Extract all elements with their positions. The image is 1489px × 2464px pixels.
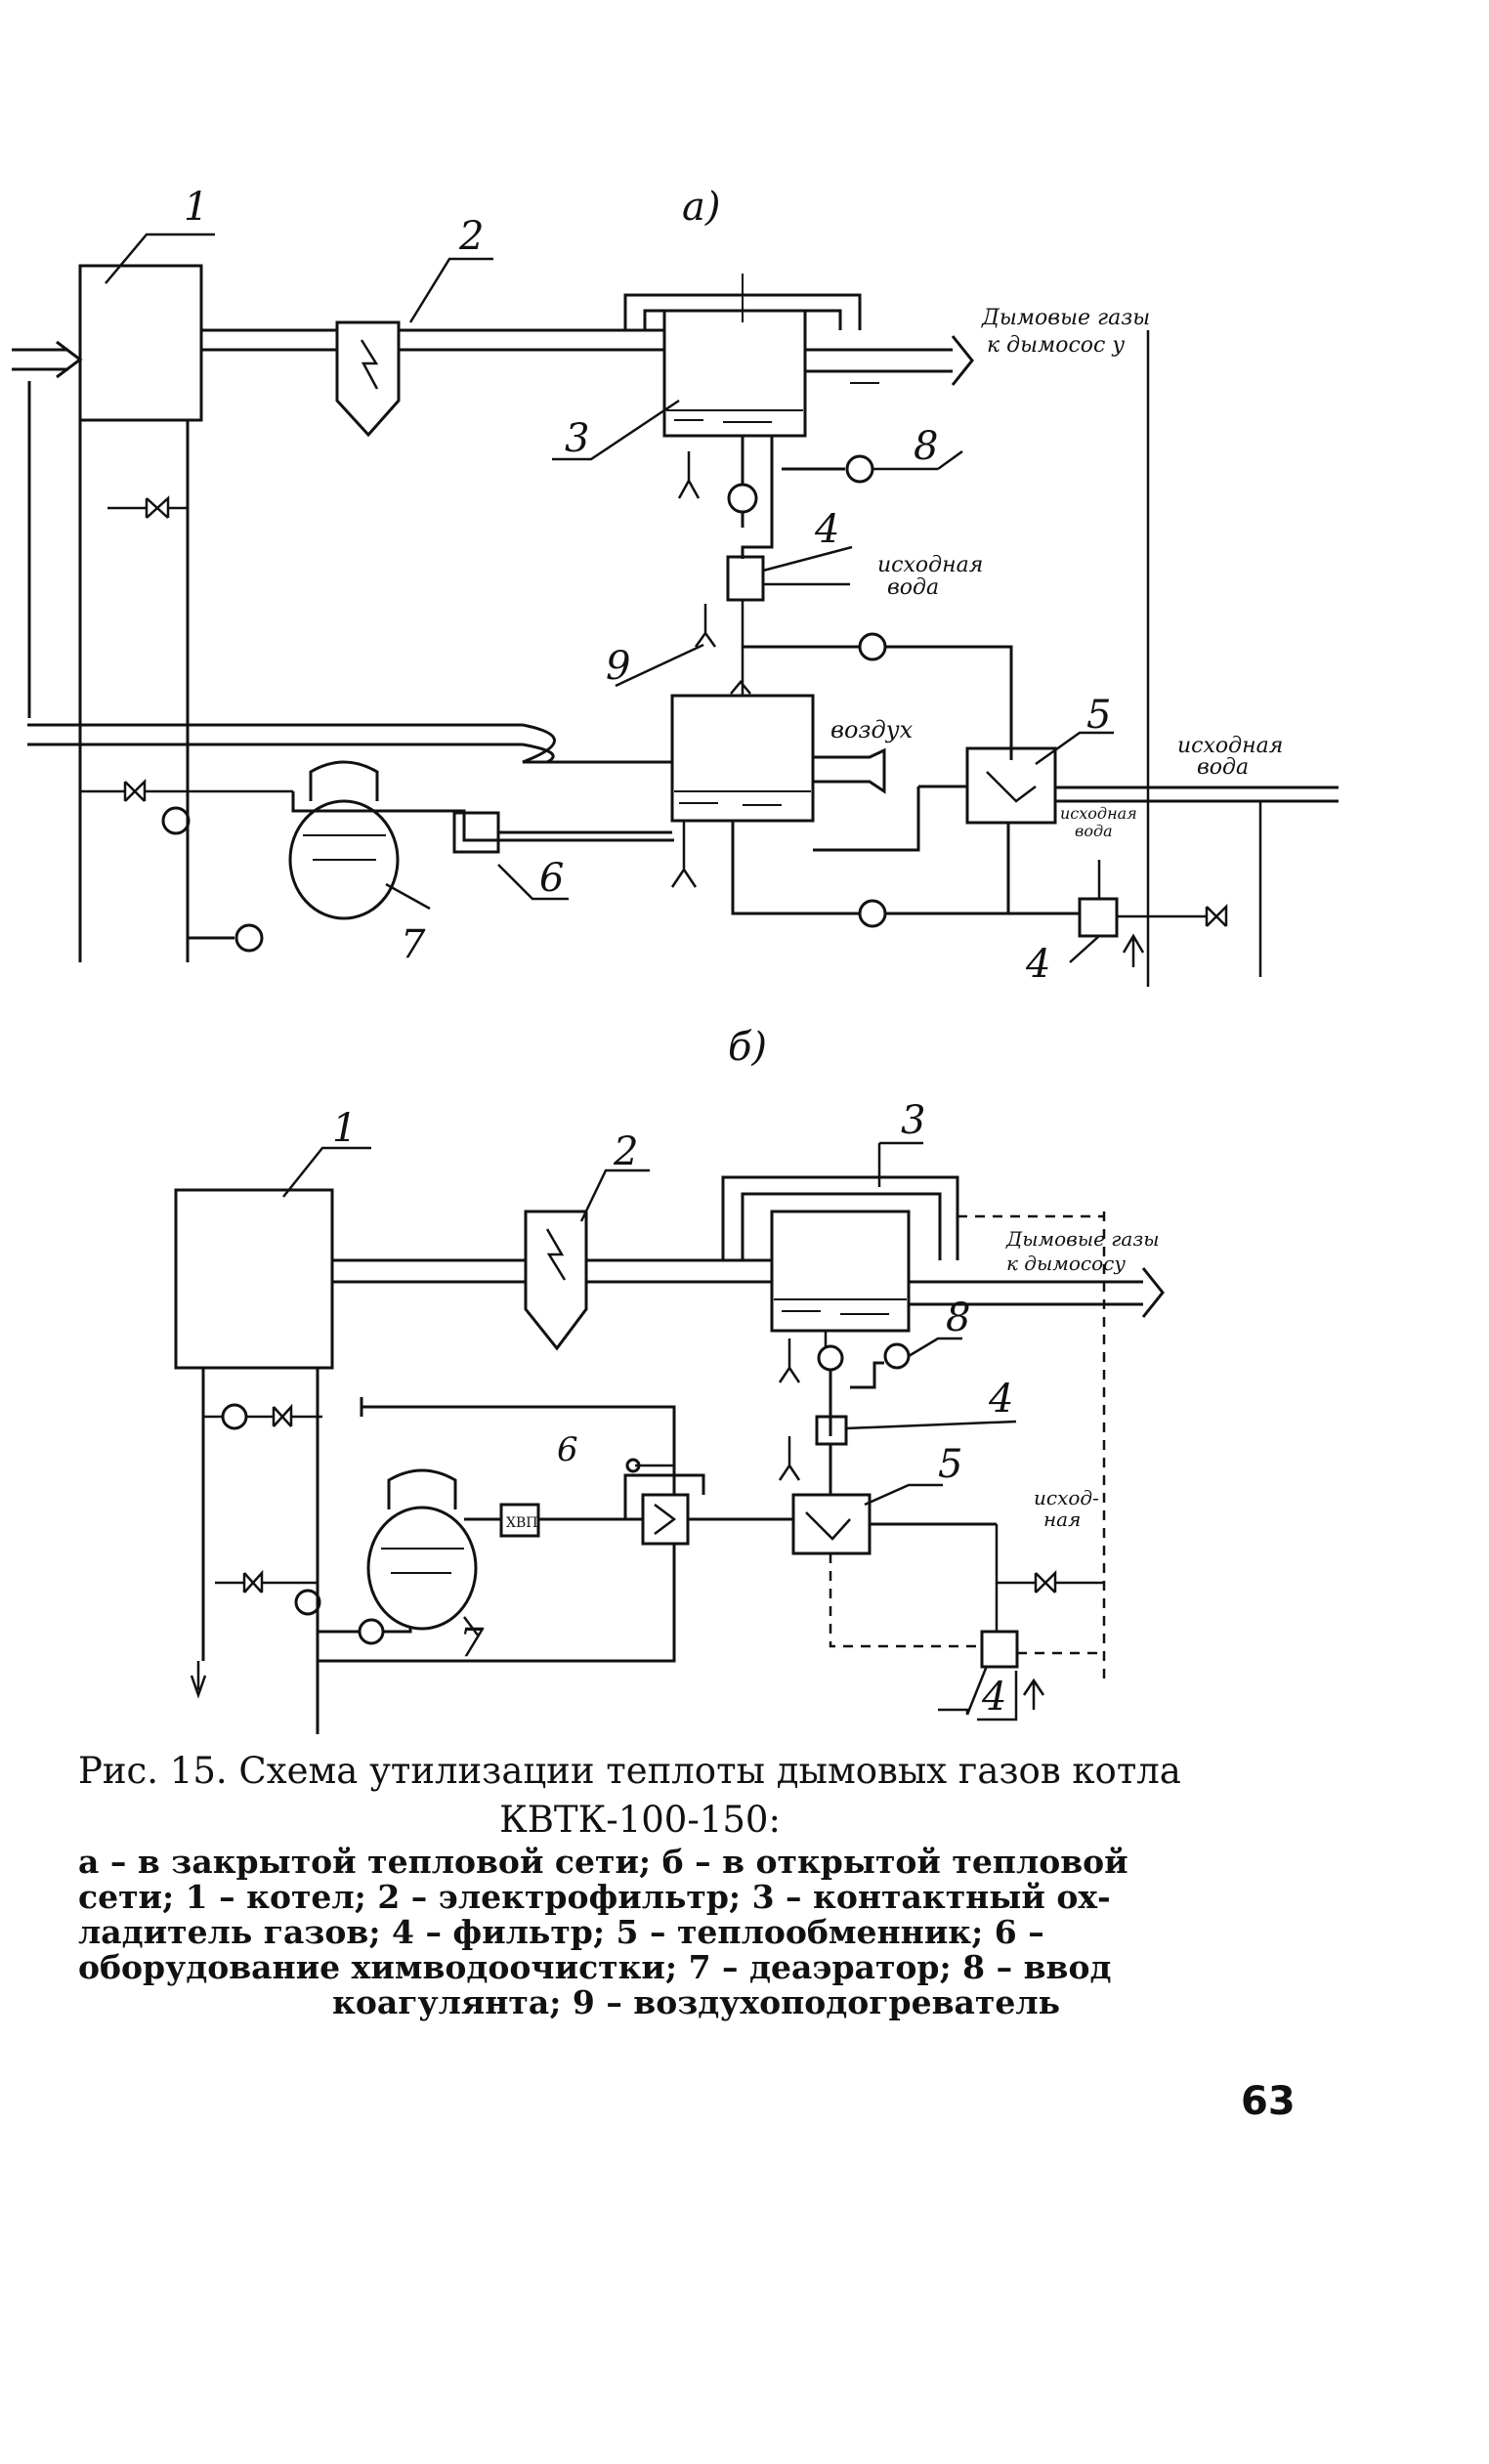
electrofilter-2-b: [524, 1210, 588, 1351]
callout-a-9: 9: [606, 644, 630, 689]
callout-a-8: 8: [914, 424, 938, 469]
page-number: 63: [1241, 2079, 1296, 2124]
panel-a-label: а): [682, 185, 720, 230]
boiler-1: [78, 264, 203, 422]
heat-exchanger-5-b: [791, 1493, 872, 1555]
source-water-small-label-a-1: исходная: [1060, 804, 1137, 823]
filter-4-bottom-b: [980, 1630, 1019, 1669]
caption-legend: а – в закрытой тепловой сети; б – в откр…: [78, 1845, 1251, 2020]
deaerator-7-b: [366, 1506, 478, 1631]
panel-b: б): [174, 1025, 1165, 1734]
air-label-a: воздух: [830, 716, 914, 743]
callout-b-5: 5: [938, 1442, 962, 1487]
caption-model: КВТК-100-150:: [499, 1799, 781, 1841]
panel-b-label: б): [728, 1025, 767, 1070]
source-water-small-label-a-2: вода: [1075, 822, 1113, 840]
callout-b-1: 1: [332, 1106, 357, 1151]
callout-b-3: 3: [901, 1098, 925, 1143]
source-water-label-b-1: исход-: [1034, 1486, 1099, 1509]
source-water-label-a-2: вода: [887, 575, 939, 600]
panel-a: а): [12, 185, 1339, 987]
callout-b-8: 8: [946, 1296, 970, 1340]
boiler-1-b: [174, 1188, 334, 1370]
callout-a-3: 3: [565, 416, 589, 461]
callout-a-2: 2: [458, 214, 484, 259]
callout-b-4-bottom: 4: [981, 1675, 1006, 1720]
filter-4-bottom: [1078, 897, 1119, 938]
callout-b-2: 2: [613, 1129, 638, 1174]
legend-line: а – в закрытой тепловой сети; б – в откр…: [78, 1843, 1128, 1881]
callout-a-6: 6: [539, 856, 564, 901]
caption-title: Рис. 15. Схема утилизации теплоты дымовы…: [78, 1750, 1181, 1792]
contact-cooler-3: [662, 309, 807, 438]
source-water-label-a-1: исходная: [877, 553, 983, 577]
source-water-right-label-a-1: исходная: [1177, 734, 1283, 758]
legend-line: ладитель газов; 4 – фильтр; 5 – теплообм…: [78, 1913, 1044, 1951]
callout-a-4-top: 4: [814, 507, 839, 552]
unit-6-water-treatment: [452, 811, 500, 854]
legend-line: сети; 1 – котел; 2 – электрофильтр; 3 – …: [78, 1878, 1111, 1916]
flue-gas-label-a-2: к дымосос у: [987, 333, 1125, 358]
callout-a-1: 1: [184, 185, 208, 230]
callout-b-4-top: 4: [988, 1377, 1013, 1422]
flue-gas-label-b-2: к дымососу: [1006, 1252, 1126, 1275]
legend-line: коагулянта; 9 – воздухоподогреватель: [332, 1983, 1060, 2021]
flue-gas-label-a-1: Дымовые газы: [981, 306, 1150, 330]
electrofilter-2: [335, 320, 401, 438]
callout-a-7: 7: [401, 922, 426, 967]
deaerator-7: [288, 799, 400, 920]
unit-6-mark-b: ХВП: [506, 1515, 537, 1531]
callout-b-7: 7: [459, 1621, 485, 1666]
callout-b-6: 6: [557, 1430, 578, 1469]
source-water-right-label-a-2: вода: [1197, 755, 1249, 780]
legend-line: оборудование химводоочистки; 7 – деаэрат…: [78, 1948, 1112, 1986]
callout-a-5: 5: [1086, 693, 1111, 738]
contact-cooler-3-b: [770, 1210, 911, 1333]
air-heater-9: [670, 694, 815, 823]
small-heat-exchanger-b: [641, 1493, 690, 1546]
flue-gas-label-b-1: Дымовые газы: [1005, 1227, 1160, 1251]
source-water-label-b-2: ная: [1043, 1508, 1081, 1531]
figure-caption: Рис. 15. Схема утилизации теплоты дымовы…: [78, 1747, 1251, 2020]
callout-a-4-bottom: 4: [1025, 942, 1050, 987]
filter-4-top: [726, 555, 765, 602]
